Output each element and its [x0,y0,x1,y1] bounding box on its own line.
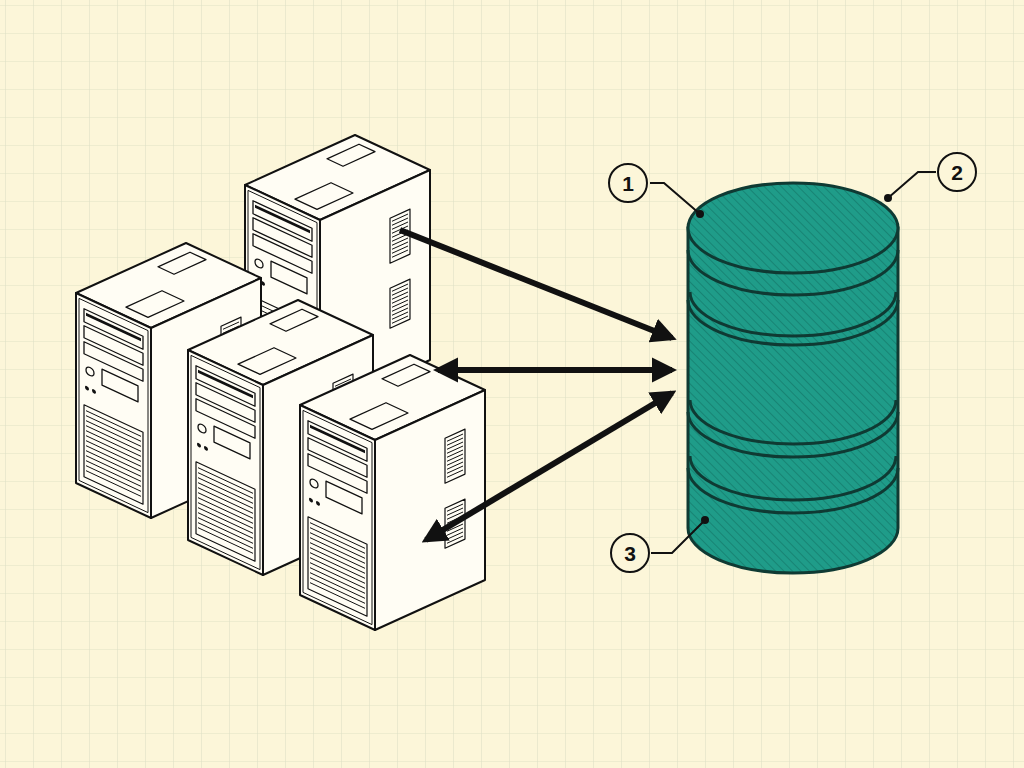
callout-circle: 3 [610,533,650,573]
leader-dot [696,194,892,524]
server-tower [300,355,485,630]
callout-number: 2 [951,162,963,183]
data-arrow [400,230,672,338]
callout-circle: 1 [608,163,648,203]
callout-number: 1 [622,173,634,194]
database-cylinder [688,183,898,573]
data-arrow [426,393,672,540]
leader-line [650,172,936,553]
callout-circle: 2 [937,152,977,192]
data-arrow [438,367,672,373]
callout-number: 3 [624,543,636,564]
